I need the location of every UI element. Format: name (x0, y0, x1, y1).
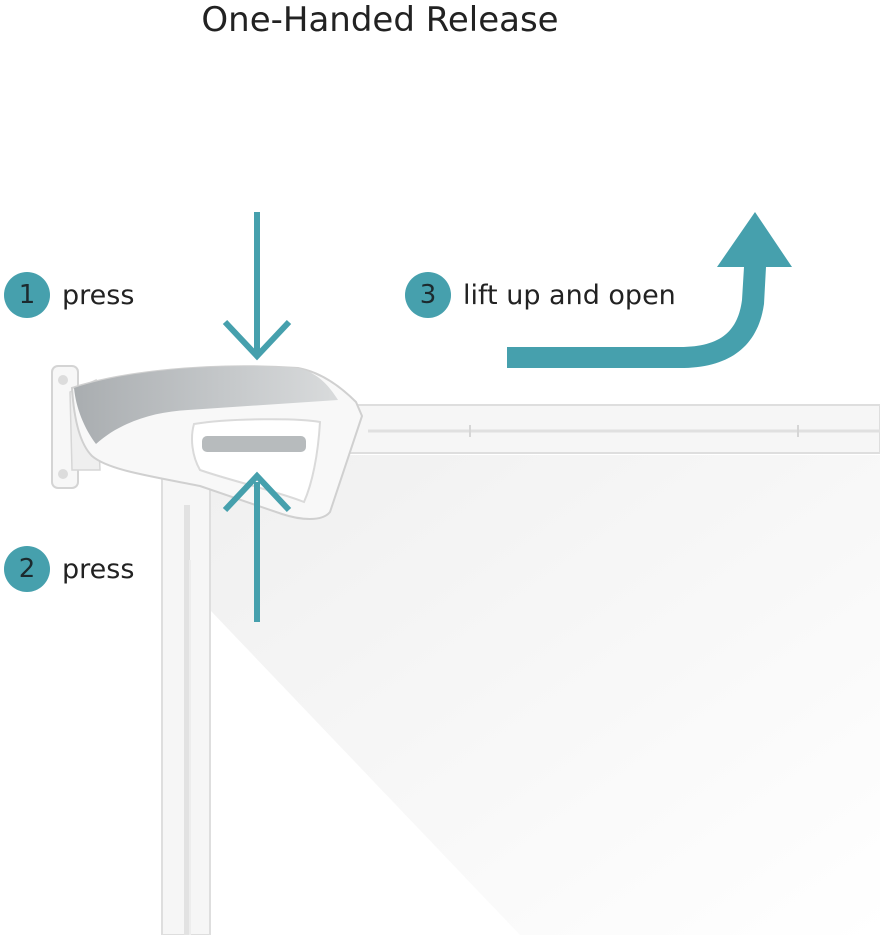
press-down-arrow (222, 212, 292, 361)
gate-top-rail (349, 404, 880, 454)
gate-vertical-bar (161, 469, 211, 935)
page-title: One-Handed Release (201, 0, 559, 40)
step-2: 2 press (4, 546, 134, 592)
step-label: press (62, 279, 135, 311)
gate-shadow (210, 455, 880, 935)
step-label: lift up and open (463, 279, 676, 311)
step-number-badge: 1 (4, 272, 50, 318)
press-up-arrow (222, 471, 292, 622)
step-3: 3 lift up and open (405, 272, 676, 318)
step-number-badge: 3 (405, 272, 451, 318)
lift-open-arrow (507, 212, 792, 368)
step-label: press (62, 553, 135, 585)
step-1: 1 press (4, 272, 134, 318)
release-handle (70, 365, 364, 520)
step-number-badge: 2 (4, 546, 50, 592)
